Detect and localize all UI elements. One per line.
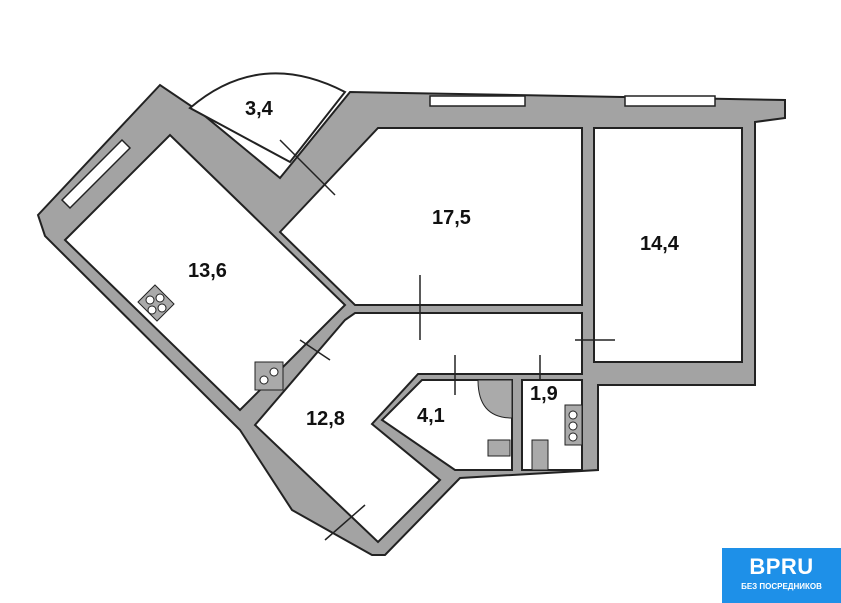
- sink-icon: [254, 361, 583, 446]
- living-room: [278, 127, 583, 306]
- hall-room: [253, 312, 583, 544]
- balcony-room: [188, 72, 347, 164]
- room-area-bathroom: 4,1: [417, 405, 445, 427]
- stove-icon: [137, 284, 175, 322]
- room-area-bedroom: 14,4: [640, 233, 679, 255]
- door-marks: [279, 139, 615, 541]
- room-area-living: 17,5: [432, 207, 471, 229]
- bedroom-room: [593, 127, 743, 363]
- windows: [60, 95, 716, 210]
- room-area-kitchen: 13,6: [188, 260, 227, 282]
- kitchen-room: [63, 133, 347, 412]
- toilet-icon: [477, 379, 549, 471]
- bpru-logo: BPRU БЕЗ ПОСРЕДНИКОВ: [722, 548, 841, 603]
- room-area-toilet: 1,9: [530, 383, 558, 405]
- room-area-hall: 12,8: [306, 408, 345, 430]
- room-area-balcony: 3,4: [245, 98, 273, 120]
- logo-tagline: БЕЗ ПОСРЕДНИКОВ: [741, 582, 822, 591]
- logo-brand: BPRU: [749, 554, 814, 579]
